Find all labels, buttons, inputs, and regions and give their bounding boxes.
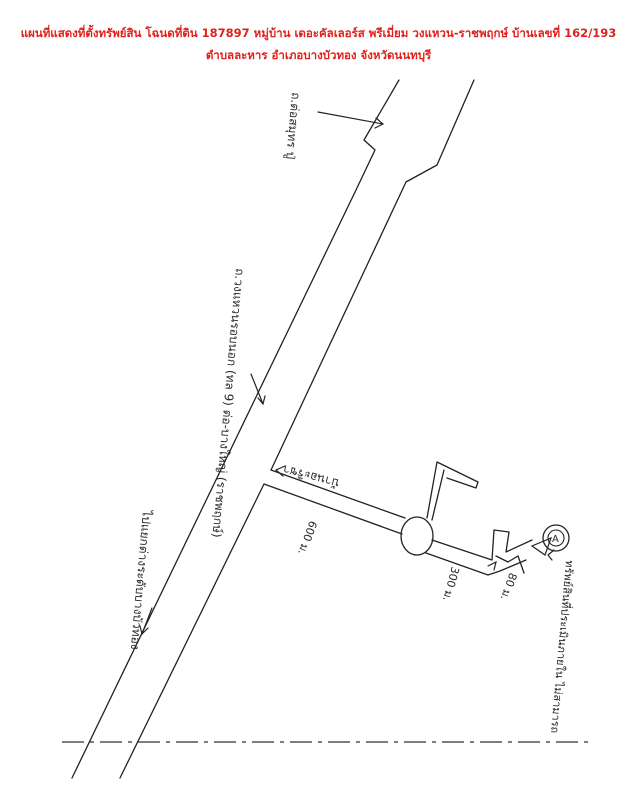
arrow-distance-300 — [487, 560, 497, 571]
map-title-line-1: แผนที่แสดงที่ตั้งทรัพย์สิน โฉนดที่ดิน 18… — [20, 26, 617, 40]
property-marker: A — [530, 524, 570, 556]
label-distance-600: 600 ม. — [295, 519, 319, 557]
highway-right-edge — [270, 79, 475, 471]
label-road-top: ถ.ต่อสมุทร ปู่ — [282, 92, 303, 160]
arrow-mid — [250, 373, 266, 406]
label-distance-300: 300 ม. — [440, 565, 462, 602]
label-distance-80: 80 ม. — [498, 571, 520, 602]
marker-letter: A — [552, 534, 559, 545]
label-property-note: ทรัพย์สินที่ประเมินภายใน ไม่สามารถ — [548, 560, 578, 734]
highway-right-edge-lower — [119, 483, 265, 779]
arrow-side-road — [274, 465, 286, 477]
arrow-top — [317, 111, 385, 129]
roundabout — [400, 516, 434, 556]
side-road-bottom-edge — [263, 483, 403, 535]
label-road-mid: ถ.วงแหวนรอบนอก (ทล 9) ต่อ-บางใหญ่ (ราชพฤ… — [209, 268, 247, 539]
arrow-bottom — [139, 607, 153, 636]
highway-left-edge — [71, 79, 400, 779]
lower-road-top-edge — [431, 529, 533, 561]
lower-road-spur — [495, 555, 525, 574]
label-side-road: บ้านอะริชา — [282, 462, 341, 490]
upper-branch-road — [426, 461, 479, 521]
lower-road-bottom-edge — [425, 552, 527, 576]
label-road-bottom: ไปแยกต่างระดับบางบัวทอง — [128, 509, 154, 651]
map-title-line-2: ตำบลละหาร อำเภอบางบัวทอง จังหวัดนนทบุรี — [205, 48, 432, 62]
arrow-property — [547, 549, 555, 561]
map-title: แผนที่แสดงที่ตั้งทรัพย์สิน โฉนดที่ดิน 18… — [0, 22, 637, 66]
side-road-top-edge — [270, 469, 406, 519]
